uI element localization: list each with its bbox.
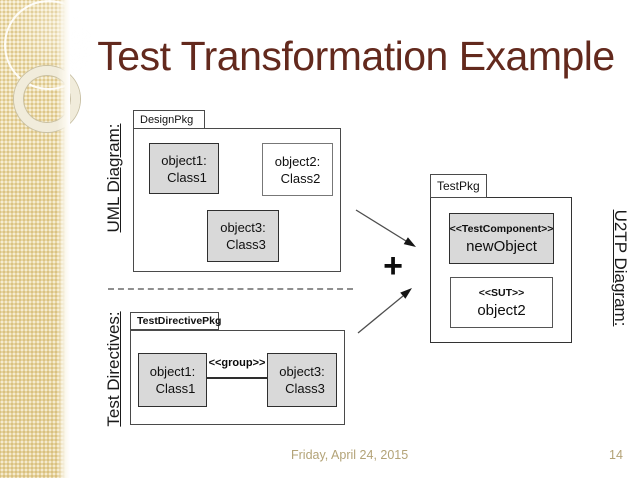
object-class: Class1 — [167, 169, 207, 185]
testcomponent-box: <<TestComponent>> newObject — [449, 213, 554, 264]
group-stereotype-label: <<group>> — [208, 357, 266, 369]
object-class: Class3 — [226, 237, 266, 252]
slide-title: Test Transformation Example — [97, 33, 615, 79]
directive-object-box-object3: object3: Class3 — [267, 353, 337, 407]
footer-date: Friday, April 24, 2015 — [291, 448, 409, 462]
plus-operator: + — [383, 247, 403, 285]
object-instance: object1: — [161, 152, 207, 168]
directive-object-box-object1: object1: Class1 — [138, 353, 207, 407]
object-instance: object2: — [274, 153, 321, 169]
object-instance: object3: — [220, 220, 266, 235]
testpkg-tab: TestPkg — [430, 174, 487, 198]
component-stereotype: <<SUT>> — [478, 286, 525, 299]
object-instance: object1: — [149, 364, 196, 379]
object-class: Class1 — [155, 381, 196, 396]
object-box-object1-class1: object1: Class1 — [149, 143, 219, 194]
u2tp-diagram-label: U2TP Diagram: — [611, 209, 630, 327]
testpkg-name: TestPkg — [437, 179, 480, 193]
object-class: Class2 — [280, 170, 321, 186]
sidebar-decoration — [0, 0, 94, 478]
testdirectivepkg-tab: TestDirectivePkg — [130, 312, 222, 330]
uml-diagram-label: UML Diagram: — [104, 123, 123, 233]
object-box-object3-class3: object3: Class3 — [207, 210, 279, 262]
testdirectivepkg-name: TestDirectivePkg — [137, 315, 222, 327]
designpkg-name: DesignPkg — [140, 113, 194, 126]
component-stereotype: <<TestComponent>> — [449, 222, 554, 235]
test-directives-label: Test Directives: — [104, 311, 123, 427]
sut-box: <<SUT>> object2 — [450, 277, 553, 328]
object-class: Class3 — [285, 381, 325, 396]
designpkg-tab: DesignPkg — [133, 110, 205, 129]
dashed-separator — [108, 288, 353, 290]
object-box-object2-class2: object2: Class2 — [262, 143, 333, 196]
component-name: newObject — [466, 237, 537, 255]
object-instance: object3: — [279, 364, 325, 379]
group-connector-line — [207, 377, 267, 379]
component-name: object2 — [477, 301, 526, 319]
page-number: 14 — [609, 448, 623, 462]
decorative-ring-icon — [14, 66, 80, 132]
